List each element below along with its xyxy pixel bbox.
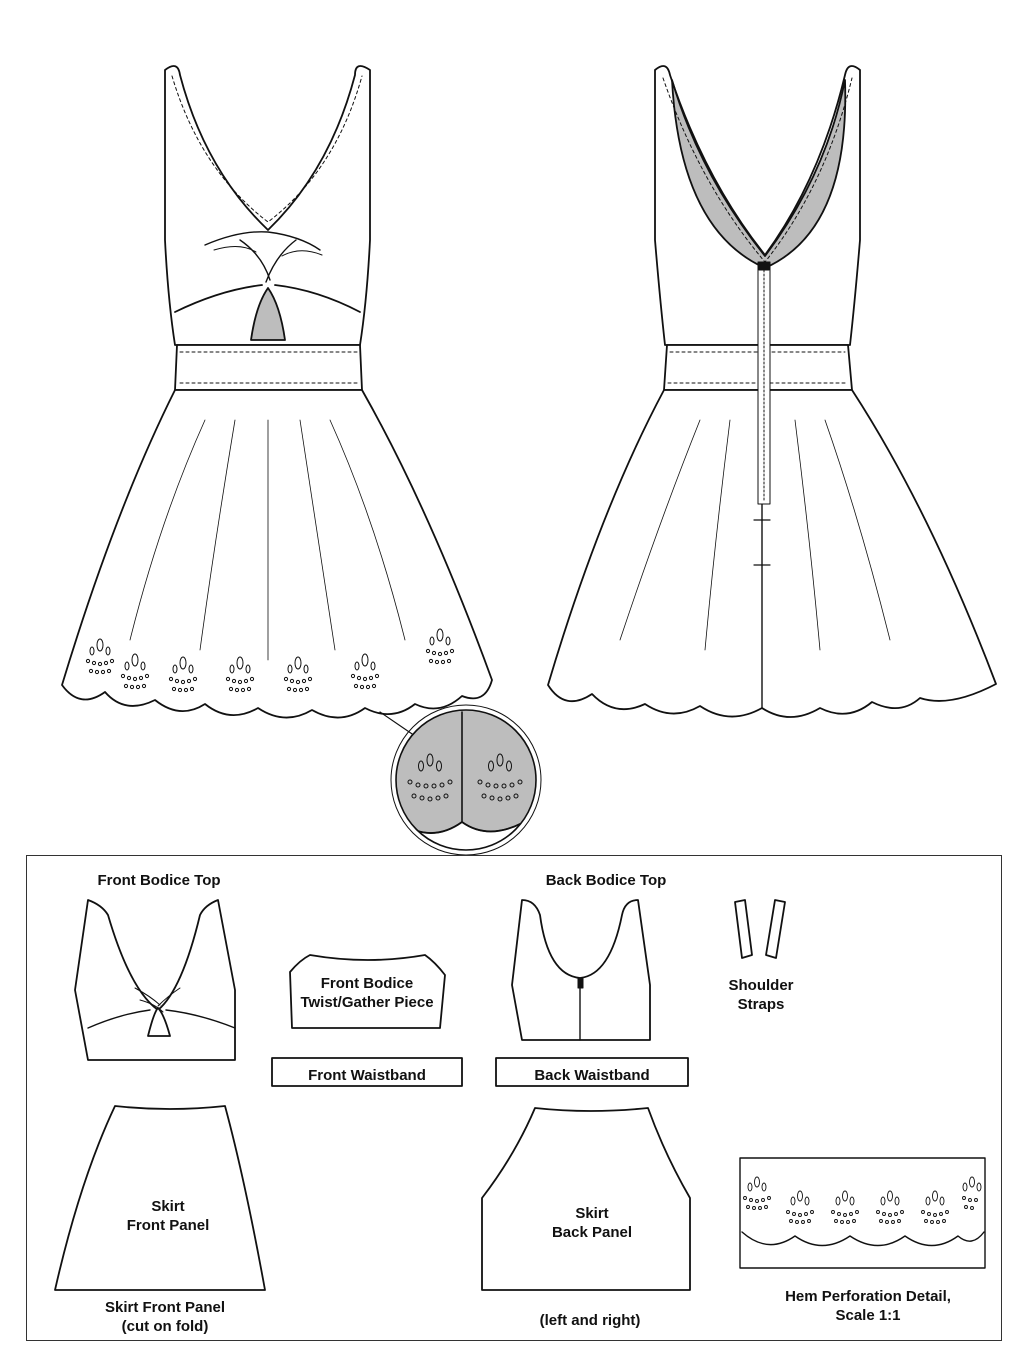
front-bodice-outline: [164, 65, 371, 346]
shoulder-strap-right: [765, 899, 786, 959]
skirt-front-panel-caption: Skirt Front Panel (cut on fold): [105, 1298, 225, 1336]
front-bodice-twist-label: Front Bodice Twist/Gather Piece: [300, 974, 433, 1012]
skirt-back-panel-caption: (left and right): [539, 1312, 641, 1329]
pattern-pieces: [54, 899, 986, 1291]
pattern-pieces-frame: [26, 855, 1002, 1341]
front-bodice-top-piece: [74, 899, 236, 1061]
skirt-back-inner-line1: Skirt: [575, 1205, 609, 1222]
front-bodice-twist-line1: Front Bodice: [320, 975, 414, 992]
back-bodice-top-piece: [511, 899, 651, 1041]
skirt-back-panel-piece: [481, 1107, 691, 1291]
back-skirt: [547, 389, 997, 718]
skirt-front-caption-line1: Skirt Front Panel: [104, 1299, 226, 1316]
front-bodice-twist-line2: Twist/Gather Piece: [300, 994, 434, 1011]
hem-perforation-detail-label: Hem Perforation Detail, Scale 1:1: [785, 1287, 951, 1325]
back-dress-view: [547, 65, 997, 718]
back-bodice-top-label: Back Bodice Top: [545, 872, 667, 889]
back-waistband-label: Back Waistband: [534, 1067, 650, 1084]
front-bodice-top-label: Front Bodice Top: [97, 872, 221, 889]
hem-magnified-callout: [390, 704, 542, 856]
skirt-front-panel-piece: [54, 1105, 266, 1291]
front-skirt: [61, 389, 493, 719]
front-dress-view: [61, 65, 493, 739]
skirt-front-inner-line2: Front Panel: [126, 1217, 210, 1234]
shoulder-straps-line1: Shoulder: [728, 977, 794, 994]
skirt-back-inner-line2: Back Panel: [551, 1224, 633, 1241]
front-waistband: [174, 344, 363, 391]
hem-detail-line2: Scale 1:1: [835, 1307, 901, 1324]
front-waistband-label: Front Waistband: [308, 1067, 426, 1084]
shoulder-straps-label: Shoulder Straps: [728, 976, 793, 1014]
skirt-front-panel-inner-label: Skirt Front Panel: [127, 1197, 210, 1235]
front-waistband-piece: [271, 1057, 463, 1087]
shoulder-straps-line2: Straps: [737, 996, 785, 1013]
front-keyhole-cutout: [250, 287, 286, 341]
skirt-front-caption-line2: (cut on fold): [121, 1318, 209, 1335]
skirt-front-inner-line1: Skirt: [151, 1198, 185, 1215]
skirt-back-panel-inner-label: Skirt Back Panel: [552, 1204, 632, 1242]
hem-detail-line1: Hem Perforation Detail,: [785, 1288, 951, 1305]
back-lining: [671, 79, 847, 269]
shoulder-strap-left: [734, 899, 753, 959]
hem-perforation-detail-swatch: [739, 1157, 986, 1269]
front-hem-eyelet-embroidery: [85, 628, 455, 693]
back-waistband-piece: [495, 1057, 689, 1087]
back-zipper: [757, 261, 771, 505]
front-bodice-twist-piece: [289, 954, 446, 1029]
